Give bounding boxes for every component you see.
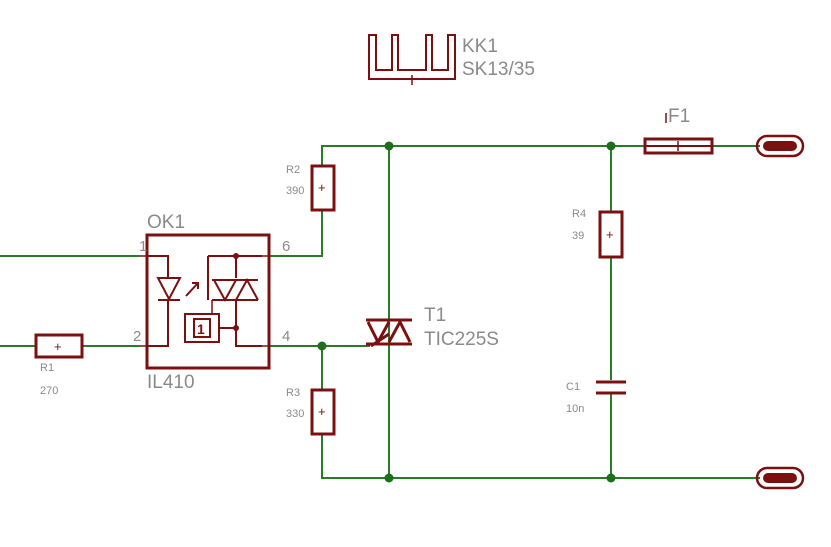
resistor-r2-body [310,164,336,212]
triac-t1[interactable]: T1 TIC225S [366,305,499,350]
light-arrow-icon [185,282,199,297]
resistor-r3-value-label: 330 [286,408,304,420]
resistor-r4[interactable]: + R4 39 [572,208,624,259]
junction-top-triac [384,141,394,151]
zero-cross-box-icon [184,313,220,343]
resistor-r1-body [34,333,84,359]
wires [0,145,760,479]
fuse-f1[interactable]: F1 [643,106,714,155]
svg-text:+: + [54,339,62,354]
capacitor-name-label: C1 [566,381,580,393]
svg-text:+: + [318,180,326,195]
pin-2-label: 2 [133,328,141,345]
pin-6-label: 6 [282,238,290,255]
junctions [317,141,616,483]
resistor-r4-body [598,210,624,259]
resistor-r1[interactable]: + R1 270 [34,333,84,397]
junction-bottom-triac [384,473,394,483]
resistor-r3[interactable]: + R3 330 [286,387,336,436]
svg-text:+: + [318,404,326,419]
heatsink-symbol [368,34,456,80]
wire-r3-to-bottom-rail [321,434,760,479]
pin-1-label: 1 [139,238,147,255]
terminal-top[interactable] [755,134,805,158]
capacitor-value-label: 10n [566,403,584,415]
fuse-name-label: F1 [668,106,690,127]
resistor-r2[interactable]: + R2 390 [286,164,336,212]
wire-r2-to-top-rail [321,145,645,166]
terminal-bottom[interactable] [755,466,805,490]
optocoupler-name-label: OK1 [147,212,185,233]
resistor-r1-name-label: R1 [40,362,54,374]
resistor-r2-name-label: R2 [286,164,300,176]
resistor-r4-name-label: R4 [572,208,586,220]
resistor-r2-value-label: 390 [286,185,304,197]
heatsink-name-label: KK1 [462,36,498,57]
triac-name-label: T1 [424,305,446,326]
junction-bottom-c1 [606,473,616,483]
junction-gate [317,341,327,351]
pin-4-label: 4 [282,328,290,345]
optocoupler-ok1[interactable]: 1 OK1 IL410 1 2 6 4 [133,212,290,393]
heatsink-value-label: SK13/35 [462,59,535,80]
terminal-bottom-pad [755,466,805,490]
zero-cross-label: 1 [197,321,205,337]
optocoupler-body [145,233,271,370]
resistor-r1-value-label: 270 [40,385,58,397]
triac-value-label: TIC225S [424,329,499,350]
heatsink-kk1[interactable]: KK1 SK13/35 [368,34,535,85]
resistor-r4-value-label: 39 [572,230,584,242]
internal-triac-icon [212,277,259,303]
wire-pin6-to-r2 [270,210,323,257]
junction-top-r4 [606,141,616,151]
terminal-top-pad [755,134,805,158]
resistor-r3-name-label: R3 [286,387,300,399]
svg-text:+: + [606,227,614,242]
optocoupler-value-label: IL410 [147,372,195,393]
capacitor-c1[interactable]: C1 10n [566,380,626,415]
resistor-r3-body [310,388,336,436]
led-icon [156,277,182,302]
